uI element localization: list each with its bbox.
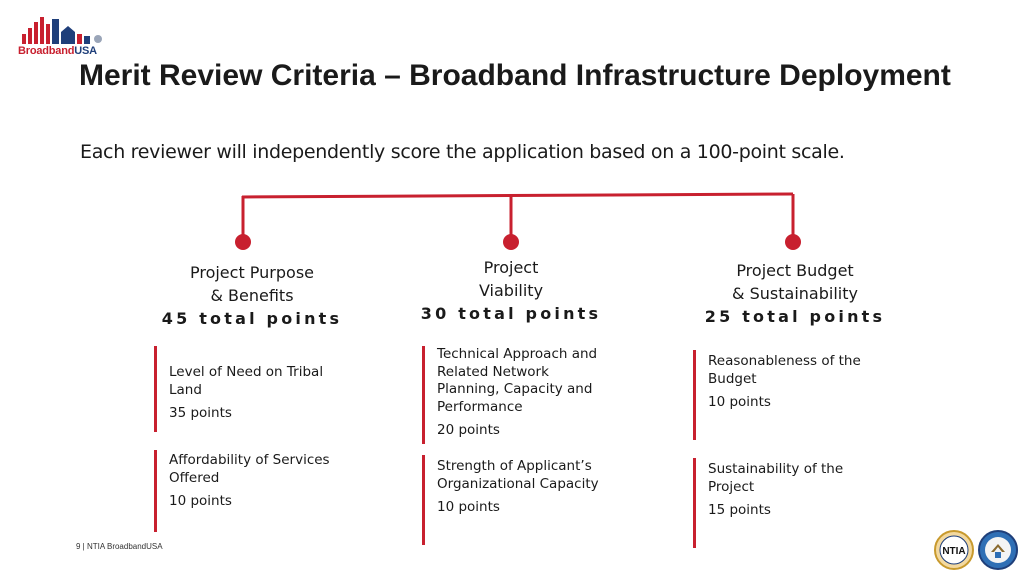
criterion-points: 15 points (708, 502, 771, 518)
branch-node-dot (785, 234, 801, 250)
broadbandusa-logo: BroadbandUSA (18, 14, 108, 60)
criterion-name: Strength of Applicant’s Organizational C… (437, 458, 599, 492)
criterion-item: Reasonableness of the Budget 10 points (693, 350, 878, 440)
criterion-item: Sustainability of the Project 15 points (693, 458, 878, 548)
page-subtitle: Each reviewer will independently score t… (80, 141, 845, 163)
page-title: Merit Review Criteria – Broadband Infras… (79, 59, 951, 92)
column-total-points: 25 total points (704, 307, 886, 326)
tree-horizontal-line (241, 192, 794, 199)
ntia-seal-text: NTIA (942, 546, 965, 557)
column-header-purpose-benefits: Project Purpose & Benefits 45 total poin… (158, 261, 346, 330)
logo-wordmark: BroadbandUSA (18, 45, 97, 57)
commerce-seal-icon (978, 530, 1018, 570)
criterion-points: 10 points (708, 394, 771, 410)
column-total-points: 30 total points (420, 304, 602, 323)
column-header-budget-sustainability: Project Budget & Sustainability 25 total… (700, 259, 890, 328)
branch-node-dot (503, 234, 519, 250)
criterion-points: 10 points (169, 493, 232, 509)
column-label: Project Purpose & Benefits (189, 263, 315, 305)
ntia-seal-icon: NTIA (934, 530, 974, 570)
criterion-item: Affordability of Services Offered 10 poi… (154, 450, 339, 532)
criterion-item: Strength of Applicant’s Organizational C… (422, 455, 607, 545)
city-skyline-icon (22, 17, 102, 44)
criterion-name: Reasonableness of the Budget (708, 353, 861, 387)
column-label: Project Viability (478, 258, 544, 300)
criterion-item: Level of Need on Tribal Land 35 points (154, 346, 339, 432)
branch-node-dot (235, 234, 251, 250)
column-total-points: 45 total points (161, 309, 343, 328)
criterion-points: 10 points (437, 499, 500, 515)
criterion-points: 20 points (437, 422, 500, 438)
criterion-item: Technical Approach and Related Network P… (422, 346, 607, 444)
page-footer: 9 | NTIA BroadbandUSA (76, 542, 163, 551)
criterion-name: Affordability of Services Offered (169, 452, 330, 486)
criterion-points: 35 points (169, 405, 232, 421)
column-label: Project Budget & Sustainability (732, 261, 858, 303)
criterion-name: Level of Need on Tribal Land (169, 364, 324, 398)
column-header-project-viability: Project Viability 30 total points (416, 256, 606, 325)
criterion-name: Sustainability of the Project (708, 461, 844, 495)
criterion-name: Technical Approach and Related Network P… (437, 346, 598, 415)
